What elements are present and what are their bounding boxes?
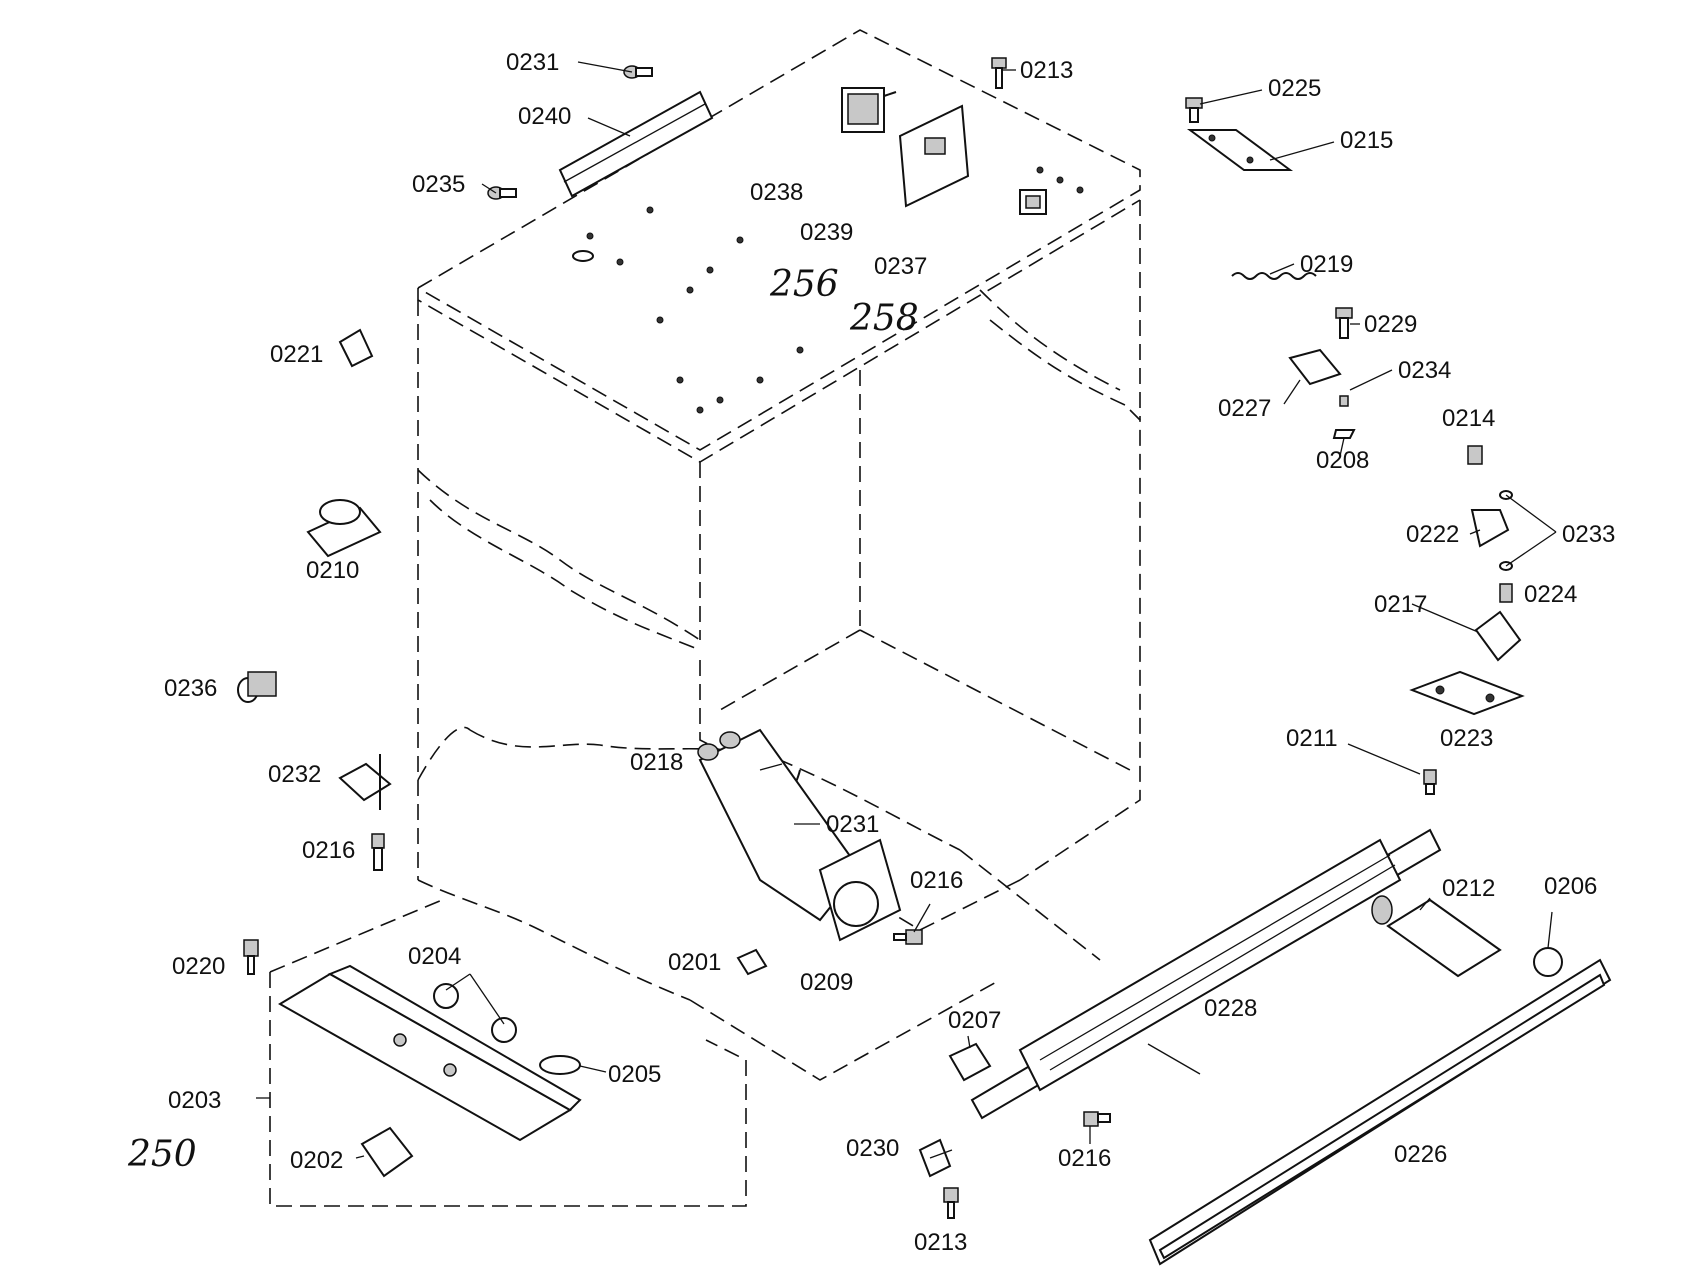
clip-0210 <box>306 499 382 558</box>
fitting-0206 <box>1533 947 1563 977</box>
bushing-0236 <box>237 671 277 703</box>
label-0202: 0202 <box>290 1147 343 1174</box>
label-0239: 0239 <box>800 219 853 246</box>
switch-0237 <box>1019 189 1047 215</box>
control-assembly-0203 <box>269 899 747 1207</box>
label-0213-bottom: 0213 <box>914 1229 967 1256</box>
hinge-plate-0215 <box>1186 129 1294 171</box>
screw-0213-top <box>991 57 1007 89</box>
screw-0216-right <box>1083 1111 1111 1127</box>
screw-0235 <box>487 186 517 200</box>
label-0222: 0222 <box>1406 521 1459 548</box>
clip-0232 <box>338 754 392 810</box>
handwritten-250: 250 <box>127 1134 197 1175</box>
label-0232: 0232 <box>268 761 321 788</box>
grille-0228 <box>970 828 1442 1120</box>
handwritten-258: 258 <box>849 298 919 339</box>
label-0212: 0212 <box>1442 875 1495 902</box>
mounting-bracket-0239 <box>898 104 970 208</box>
bracket-0227 <box>1288 348 1342 386</box>
label-0216-left: 0216 <box>302 837 355 864</box>
bushing-0224 <box>1499 583 1513 603</box>
label-0223: 0223 <box>1440 725 1493 752</box>
label-0213-top: 0213 <box>1020 57 1073 84</box>
label-0231-top: 0231 <box>506 49 559 76</box>
label-0237: 0237 <box>874 253 927 280</box>
screw-0225 <box>1185 97 1203 123</box>
label-0211: 0211 <box>1286 725 1338 752</box>
front-panel-0226 <box>1148 958 1612 1266</box>
screw-0216-center <box>893 929 923 945</box>
label-0226: 0226 <box>1394 1141 1447 1168</box>
label-0201: 0201 <box>668 949 721 976</box>
label-0229: 0229 <box>1364 311 1417 338</box>
label-0218: 0218 <box>630 749 683 776</box>
pin-0214 <box>1467 445 1483 465</box>
label-0231-center: 0231 <box>826 811 879 838</box>
screw-0220 <box>243 939 259 975</box>
label-0233: 0233 <box>1562 521 1615 548</box>
part-labels: 0231 0240 0235 0238 0239 0213 0237 0225 … <box>164 49 1615 1256</box>
label-0206: 0206 <box>1544 873 1597 900</box>
handwritten-notes: 256 258 250 <box>127 264 919 1175</box>
label-0208: 0208 <box>1316 447 1369 474</box>
screw-0231-top <box>623 65 653 79</box>
label-0236: 0236 <box>164 675 217 702</box>
label-0217: 0217 <box>1374 591 1427 618</box>
label-0216-center: 0216 <box>910 867 963 894</box>
hinge-bracket-0217 <box>1474 610 1522 662</box>
leader-lines <box>256 61 1557 1159</box>
top-face-holes <box>572 96 1084 414</box>
label-0209: 0209 <box>800 969 853 996</box>
bracket-0207 <box>948 1042 992 1082</box>
latch-0202 <box>360 1126 414 1178</box>
capacitor-0212 <box>1371 895 1502 978</box>
hinge-0222 <box>1470 509 1510 548</box>
label-0230: 0230 <box>846 1135 899 1162</box>
label-0215: 0215 <box>1340 127 1393 154</box>
cabinet-outline <box>417 29 1141 1081</box>
label-0214: 0214 <box>1442 405 1495 432</box>
label-0224: 0224 <box>1524 581 1577 608</box>
label-0235: 0235 <box>412 171 465 198</box>
label-0225: 0225 <box>1268 75 1321 102</box>
label-0216-right: 0216 <box>1058 1145 1111 1172</box>
screw-0213-bottom <box>943 1187 959 1219</box>
label-0204: 0204 <box>408 943 461 970</box>
base-plate-0223 <box>1409 670 1525 716</box>
clip-0230 <box>918 1138 952 1178</box>
label-0228: 0228 <box>1204 995 1257 1022</box>
label-0210: 0210 <box>306 557 359 584</box>
label-0220: 0220 <box>172 953 225 980</box>
bumper-0201 <box>736 948 768 976</box>
label-0238: 0238 <box>750 179 803 206</box>
label-0221: 0221 <box>270 341 323 368</box>
label-0207: 0207 <box>948 1007 1001 1034</box>
label-0205: 0205 <box>608 1061 661 1088</box>
clip-0221 <box>338 328 374 368</box>
relay-0238 <box>841 87 897 133</box>
label-0234: 0234 <box>1398 357 1451 384</box>
spacer-0234-0208 <box>1332 395 1356 439</box>
label-0227: 0227 <box>1218 395 1271 422</box>
label-0203: 0203 <box>168 1087 221 1114</box>
screw-0229 <box>1335 307 1353 339</box>
housing-0209 <box>697 728 902 942</box>
screw-0216-left <box>371 833 385 871</box>
spring-0219 <box>1231 272 1317 280</box>
screw-0211 <box>1423 769 1437 795</box>
label-0240: 0240 <box>518 103 571 130</box>
label-0219: 0219 <box>1300 251 1353 278</box>
bracket-plate-0240 <box>558 90 714 198</box>
handwritten-256: 256 <box>769 264 839 305</box>
